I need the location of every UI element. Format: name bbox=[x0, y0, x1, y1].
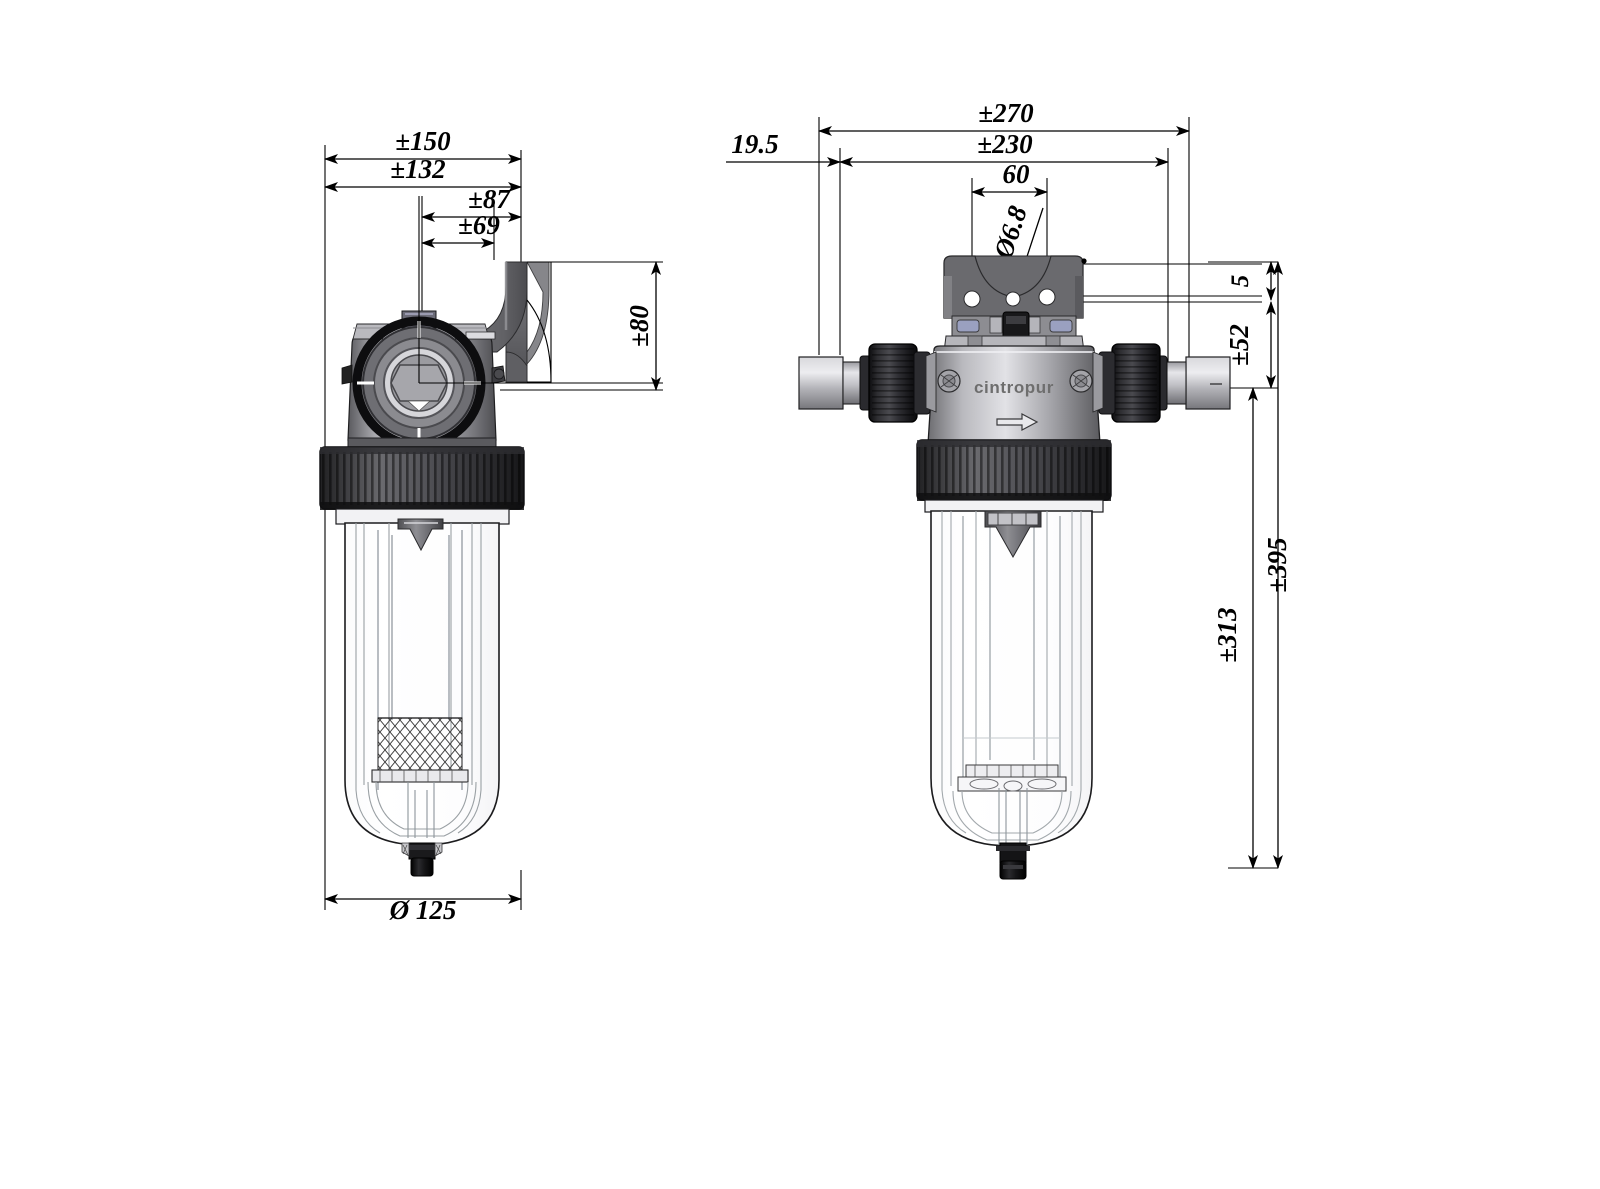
dimension-hole-spacing-60: 60 bbox=[971, 159, 1048, 197]
dimension-bracket-offset-69: ±69 bbox=[421, 210, 500, 248]
brand-label: cintropur bbox=[974, 378, 1054, 397]
bracket-hole-right bbox=[1038, 288, 1056, 306]
filter-head-front: cintropur bbox=[927, 345, 1101, 445]
flow-arrow-icon bbox=[996, 413, 1039, 431]
dimension-label: ±313 bbox=[1212, 607, 1242, 662]
inlet-port-left bbox=[798, 343, 937, 423]
filter-head-side bbox=[341, 196, 663, 451]
drain-plug-front bbox=[996, 842, 1030, 880]
dimension-overall-height-395: ±395 bbox=[1262, 261, 1292, 869]
dimension-height-to-drain-313: ±313 bbox=[1212, 387, 1258, 869]
dimension-bracket-height-80: ±80 bbox=[500, 261, 663, 391]
dimension-label: 5 bbox=[1227, 275, 1254, 288]
dimension-label: ±69 bbox=[458, 210, 500, 240]
front-view-extension-lines bbox=[818, 117, 1278, 869]
dimension-label: ±80 bbox=[624, 305, 654, 347]
dimension-label: Ø6.8 bbox=[988, 202, 1033, 263]
dimension-label: ±230 bbox=[977, 129, 1033, 159]
collar-ring-front bbox=[916, 439, 1112, 501]
dimension-label: 19.5 bbox=[731, 129, 778, 159]
dimension-label: 60 bbox=[1003, 159, 1031, 189]
dimension-bracket-width-132: ±132 bbox=[324, 154, 522, 192]
dimension-port-to-port-230: ±230 bbox=[839, 129, 1169, 167]
bracket-hole-center bbox=[1005, 291, 1021, 307]
filter-bowl-front bbox=[930, 510, 1093, 847]
outlet-port-right bbox=[1092, 343, 1231, 423]
bracket-hole-left bbox=[963, 290, 981, 308]
side-view: ±150 ±132 ±87 ±69 ±80 bbox=[319, 126, 663, 925]
filter-bowl-side bbox=[344, 518, 500, 846]
dimension-label: ±395 bbox=[1262, 537, 1292, 592]
dimension-end-offset-19-5: 19.5 bbox=[726, 129, 841, 167]
collar-ring-side bbox=[319, 446, 525, 510]
dimension-label: ±150 bbox=[395, 126, 451, 156]
dimension-bracket-offset-87: ±87 bbox=[421, 184, 522, 222]
drain-plug-side bbox=[401, 842, 443, 877]
front-view: ±270 ±230 19.5 60 Ø6.8 5 bbox=[726, 98, 1292, 880]
wall-bracket-front bbox=[943, 255, 1087, 319]
dimension-label: ±87 bbox=[468, 184, 511, 214]
dimension-label: ±270 bbox=[978, 98, 1034, 128]
dimension-bowl-diameter-125: Ø 125 bbox=[324, 894, 522, 925]
dimension-overall-length-270: ±270 bbox=[818, 98, 1190, 136]
dimension-label: ±132 bbox=[390, 154, 445, 184]
dimension-axis-height-52: ±52 bbox=[1224, 301, 1276, 389]
dimension-label: Ø 125 bbox=[389, 895, 457, 925]
dimension-bracket-top-5: 5 bbox=[1227, 261, 1276, 301]
dimension-overall-width-150: ±150 bbox=[324, 126, 522, 164]
